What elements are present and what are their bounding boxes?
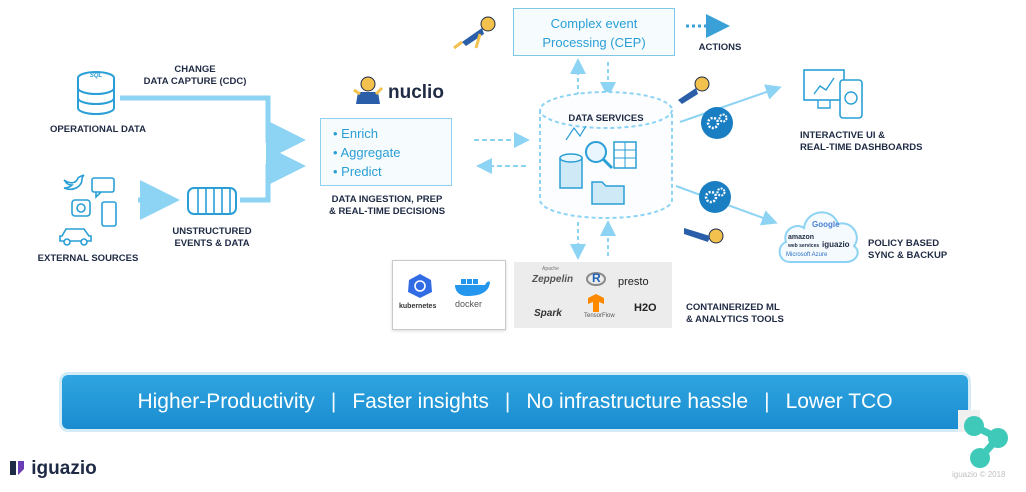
external-sources-icons (59, 174, 117, 246)
sql-text: SQL (89, 73, 103, 79)
sparkline-icon (565, 125, 587, 141)
flying-astronaut-icon (684, 228, 724, 244)
flying-astronaut-icon (678, 76, 710, 104)
analytics-tools-box: Apache Zeppelin R presto TensorFlow Spar… (514, 262, 672, 328)
banner-separator: | (504, 390, 511, 413)
docker-text: docker (455, 299, 483, 309)
banner-item-insights: Faster insights (352, 390, 489, 413)
tensorflow-text: TensorFlow (584, 313, 615, 319)
presto-logo: presto (618, 276, 649, 288)
camera-icon (71, 199, 91, 217)
teal-molecule-icon (958, 410, 1008, 468)
data-services-cylinder (539, 91, 673, 219)
banner-separator: | (764, 390, 770, 413)
banner-item-infrastructure: No infrastructure hassle (526, 390, 749, 413)
arrow-operational-to-nuclio (120, 95, 306, 160)
gears-icon (699, 181, 731, 213)
magnifier-icon (585, 141, 614, 170)
nuclio-logo-text: nuclio (388, 82, 444, 103)
arrow-unstructured-to-nuclio (240, 146, 306, 203)
spreadsheet-icon (613, 141, 637, 169)
monitor-icon (803, 69, 845, 101)
twitter-icon (63, 174, 85, 191)
banner-item-tco: Lower TCO (785, 390, 893, 413)
brand-name: iguazio (31, 458, 97, 479)
car-icon (59, 228, 92, 246)
astronaut-icon (353, 76, 384, 104)
copyright-watermark: iguazio © 2018 (952, 470, 1006, 479)
arrow-to-interactive (679, 84, 782, 123)
azure-tag: Microsoft Azure (786, 252, 828, 258)
dashboard-icons (803, 69, 863, 119)
kubernetes-icon (408, 274, 432, 298)
nuclio-item-enrich: • Enrich (333, 126, 379, 141)
banner-item-productivity: Higher-Productivity (137, 390, 315, 413)
r-logo: R (592, 271, 601, 285)
spark-logo: Spark (534, 308, 562, 319)
docker-icon (455, 279, 490, 296)
r-logo-icon (586, 272, 606, 286)
tablet-icon (839, 79, 863, 119)
containerized-tools-label: CONTAINERIZED ML& ANALYTICS TOOLS (686, 302, 784, 325)
container-platform-box: kubernetes docker (392, 260, 506, 330)
external-sources-label: EXTERNAL SOURCES (37, 253, 139, 264)
phone-icon (101, 201, 117, 227)
iguazio-tag: iguazio (822, 240, 850, 249)
database-glass-icon (559, 153, 583, 189)
operational-data-label: OPERATIONAL DATA (50, 124, 146, 135)
interactive-ui-label: INTERACTIVE UI &REAL-TIME DASHBOARDS (800, 130, 923, 153)
chat-icon (91, 177, 115, 199)
h2o-logo: H2O (634, 302, 657, 314)
nuclio-item-aggregate: • Aggregate (333, 145, 401, 160)
iguazio-logo: iguazio (8, 458, 97, 480)
actions-label: ACTIONS (698, 42, 742, 53)
queue-icon (187, 187, 237, 215)
tensorflow-icon (588, 294, 604, 312)
iguazio-mark-icon (10, 461, 24, 475)
flying-astronaut-icon (453, 16, 496, 50)
zeppelin-logo: Zeppelin (532, 274, 574, 285)
kubernetes-text: kubernetes (399, 303, 437, 310)
nuclio-functions-box: • Enrich • Aggregate • Predict (320, 118, 452, 186)
data-services-label: DATA SERVICES (568, 113, 644, 124)
gears-icon (701, 107, 733, 139)
apache-text: Apache (542, 266, 559, 272)
nuclio-item-predict: • Predict (333, 164, 382, 179)
google-tag: Google (812, 220, 840, 229)
value-banner: Higher-Productivity | Faster insights | … (62, 375, 968, 429)
banner-separator: | (330, 390, 337, 413)
folder-icon (591, 181, 625, 205)
ingestion-label: DATA INGESTION, PREP& REAL-TIME DECISION… (328, 194, 446, 217)
database-icon (77, 71, 115, 115)
cloud-icon (778, 211, 859, 263)
